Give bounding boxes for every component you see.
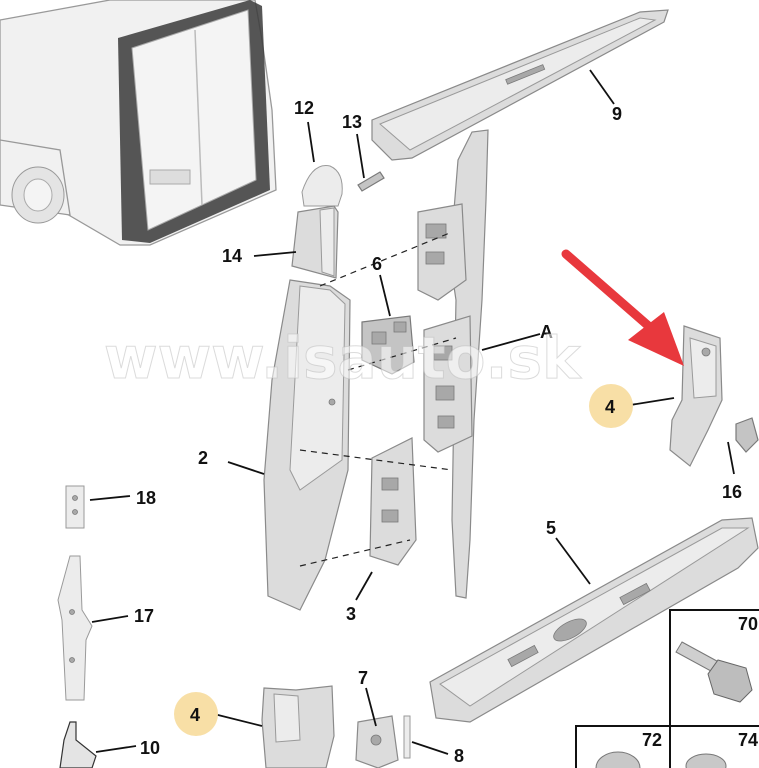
callout-9: 9 xyxy=(612,104,622,124)
red-pointer-arrow xyxy=(561,249,684,366)
callout-13: 13 xyxy=(342,112,362,132)
highlight-circle-right xyxy=(589,384,633,428)
callout-8: 8 xyxy=(454,746,464,766)
inset-label-72: 72 xyxy=(642,730,662,750)
part-12-cap xyxy=(301,165,343,207)
callout-16: 16 xyxy=(722,482,742,502)
part-10-harness xyxy=(59,721,97,768)
part-17-bracket xyxy=(57,555,93,701)
part-9-roof-rail xyxy=(371,9,669,161)
fastener-inset: 70 72 74 xyxy=(575,609,759,768)
part-4-corner-panel-right xyxy=(669,325,723,467)
part-7-bracket xyxy=(355,715,399,768)
watermark: www.isauto.sk xyxy=(104,324,582,392)
part-8-strip xyxy=(403,715,411,759)
part-3-lower-bracket xyxy=(369,437,417,566)
part-2-pillar-panel xyxy=(263,279,351,611)
part-6-bracket xyxy=(361,315,415,375)
nut-74-icon xyxy=(685,753,727,768)
inset-label-74: 74 xyxy=(738,730,758,750)
inset-label-70: 70 xyxy=(738,614,758,634)
callout-4-lower: 4 xyxy=(190,705,200,725)
callout-18: 18 xyxy=(136,488,156,508)
part-14-upper-trim xyxy=(291,205,339,279)
part-16-plug xyxy=(735,417,759,453)
bolt-70-icon xyxy=(675,641,753,703)
part-a-inner-pillar xyxy=(417,129,489,599)
callout-6: 6 xyxy=(372,254,382,274)
callout-10: 10 xyxy=(140,738,160,758)
callout-12: 12 xyxy=(294,98,314,118)
van-illustration xyxy=(0,0,277,246)
highlight-circle-left xyxy=(174,692,218,736)
callout-7: 7 xyxy=(358,668,368,688)
callout-2: 2 xyxy=(198,448,208,468)
callout-17: 17 xyxy=(134,606,154,626)
callout-4-right: 4 xyxy=(605,397,615,417)
callout-5: 5 xyxy=(546,518,556,538)
callout-3: 3 xyxy=(346,604,356,624)
callout-14: 14 xyxy=(222,246,242,266)
part-4-corner-panel-lower xyxy=(261,685,335,768)
part-5-sill-rail xyxy=(429,517,759,723)
nut-72-icon xyxy=(595,751,641,768)
assembly-lines xyxy=(299,231,457,567)
part-13-clip xyxy=(357,171,385,192)
part-18-plate xyxy=(65,485,85,529)
callout-a: A xyxy=(540,322,553,342)
